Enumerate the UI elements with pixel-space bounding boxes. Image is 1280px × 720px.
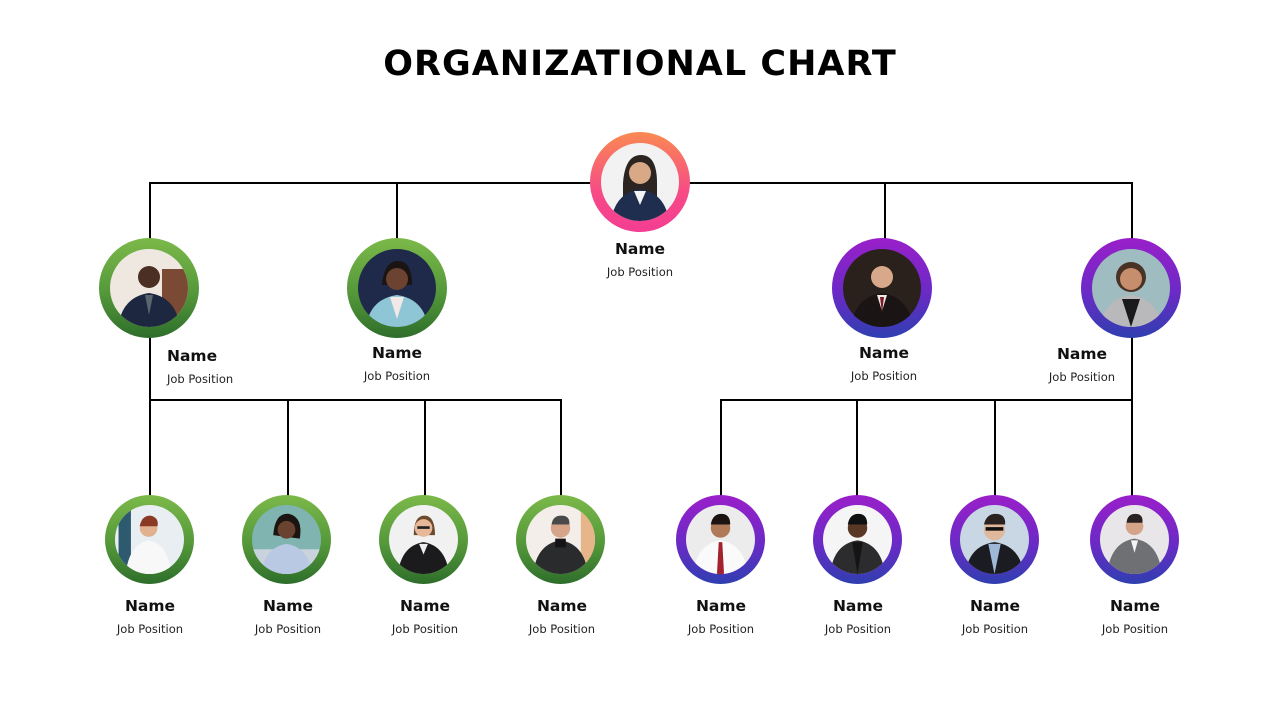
job-position: Job Position: [606, 265, 674, 279]
avatar-photo: [1092, 249, 1170, 327]
org-node-l3-8[interactable]: [1090, 495, 1179, 584]
org-node-l2-1[interactable]: [99, 238, 199, 338]
avatar-photo: [843, 249, 921, 327]
l2-1-label: Name Job Position: [122, 347, 242, 386]
person-name: Name: [614, 240, 666, 258]
org-node-l3-4[interactable]: [516, 495, 605, 584]
person-name: Name: [371, 344, 423, 362]
org-node-l2-3[interactable]: [832, 238, 932, 338]
connector-l3-5: [720, 399, 722, 496]
connector-left-horizontal: [149, 399, 561, 401]
avatar-photo: [252, 505, 321, 574]
job-position: Job Position: [1048, 370, 1116, 384]
job-position: Job Position: [1101, 622, 1169, 636]
l3-3-label: Name Job Position: [355, 597, 495, 636]
org-node-l3-7[interactable]: [950, 495, 1039, 584]
connector-right-horizontal: [720, 399, 1132, 401]
person-name: Name: [262, 597, 314, 615]
l3-6-label: Name Job Position: [788, 597, 928, 636]
connector-l3-4: [560, 399, 562, 496]
org-node-l3-5[interactable]: [676, 495, 765, 584]
connector-l3-3: [424, 399, 426, 496]
connector-l3-2: [287, 399, 289, 496]
avatar-photo: [601, 143, 679, 221]
connector-l2-3: [884, 182, 886, 240]
avatar-photo: [960, 505, 1029, 574]
l3-7-label: Name Job Position: [925, 597, 1065, 636]
root-label: Name Job Position: [570, 240, 710, 279]
avatar-photo: [110, 249, 188, 327]
person-name: Name: [1109, 597, 1161, 615]
job-position: Job Position: [824, 622, 892, 636]
connector-l3-7: [994, 399, 996, 496]
avatar-photo: [823, 505, 892, 574]
person-name: Name: [969, 597, 1021, 615]
connector-l2-1: [149, 182, 151, 240]
l2-3-label: Name Job Position: [814, 344, 954, 383]
person-name: Name: [858, 344, 910, 362]
org-node-l2-4[interactable]: [1081, 238, 1181, 338]
job-position: Job Position: [391, 622, 459, 636]
avatar-photo: [389, 505, 458, 574]
person-name: Name: [167, 347, 218, 365]
page-title: ORGANIZATIONAL CHART: [383, 44, 897, 84]
org-node-l3-3[interactable]: [379, 495, 468, 584]
person-name: Name: [695, 597, 747, 615]
l3-5-label: Name Job Position: [651, 597, 791, 636]
job-position: Job Position: [363, 369, 431, 383]
l2-4-label: Name Job Position: [1012, 345, 1152, 384]
person-name: Name: [536, 597, 588, 615]
l2-2-label: Name Job Position: [327, 344, 467, 383]
avatar-photo: [358, 249, 436, 327]
job-position: Job Position: [687, 622, 755, 636]
l3-8-label: Name Job Position: [1065, 597, 1205, 636]
org-node-l2-2[interactable]: [347, 238, 447, 338]
connector-l2-2: [396, 182, 398, 240]
person-name: Name: [1056, 345, 1108, 363]
job-position: Job Position: [254, 622, 322, 636]
job-position: Job Position: [961, 622, 1029, 636]
person-name: Name: [124, 597, 176, 615]
job-position: Job Position: [528, 622, 596, 636]
avatar-photo: [1100, 505, 1169, 574]
person-name: Name: [399, 597, 451, 615]
l3-2-label: Name Job Position: [218, 597, 358, 636]
job-position: Job Position: [116, 622, 184, 636]
l3-1-label: Name Job Position: [80, 597, 220, 636]
job-position: Job Position: [167, 372, 234, 386]
avatar-photo: [686, 505, 755, 574]
person-name: Name: [832, 597, 884, 615]
org-node-l3-1[interactable]: [105, 495, 194, 584]
job-position: Job Position: [850, 369, 918, 383]
connector-right-trunk: [1131, 336, 1133, 496]
l3-4-label: Name Job Position: [492, 597, 632, 636]
connector-l2-4: [1131, 182, 1133, 240]
connector-l3-6: [856, 399, 858, 496]
avatar-photo: [115, 505, 184, 574]
avatar-photo: [526, 505, 595, 574]
connector-left-trunk: [149, 336, 151, 496]
org-node-l3-2[interactable]: [242, 495, 331, 584]
org-node-l3-6[interactable]: [813, 495, 902, 584]
org-node-root[interactable]: [590, 132, 690, 232]
